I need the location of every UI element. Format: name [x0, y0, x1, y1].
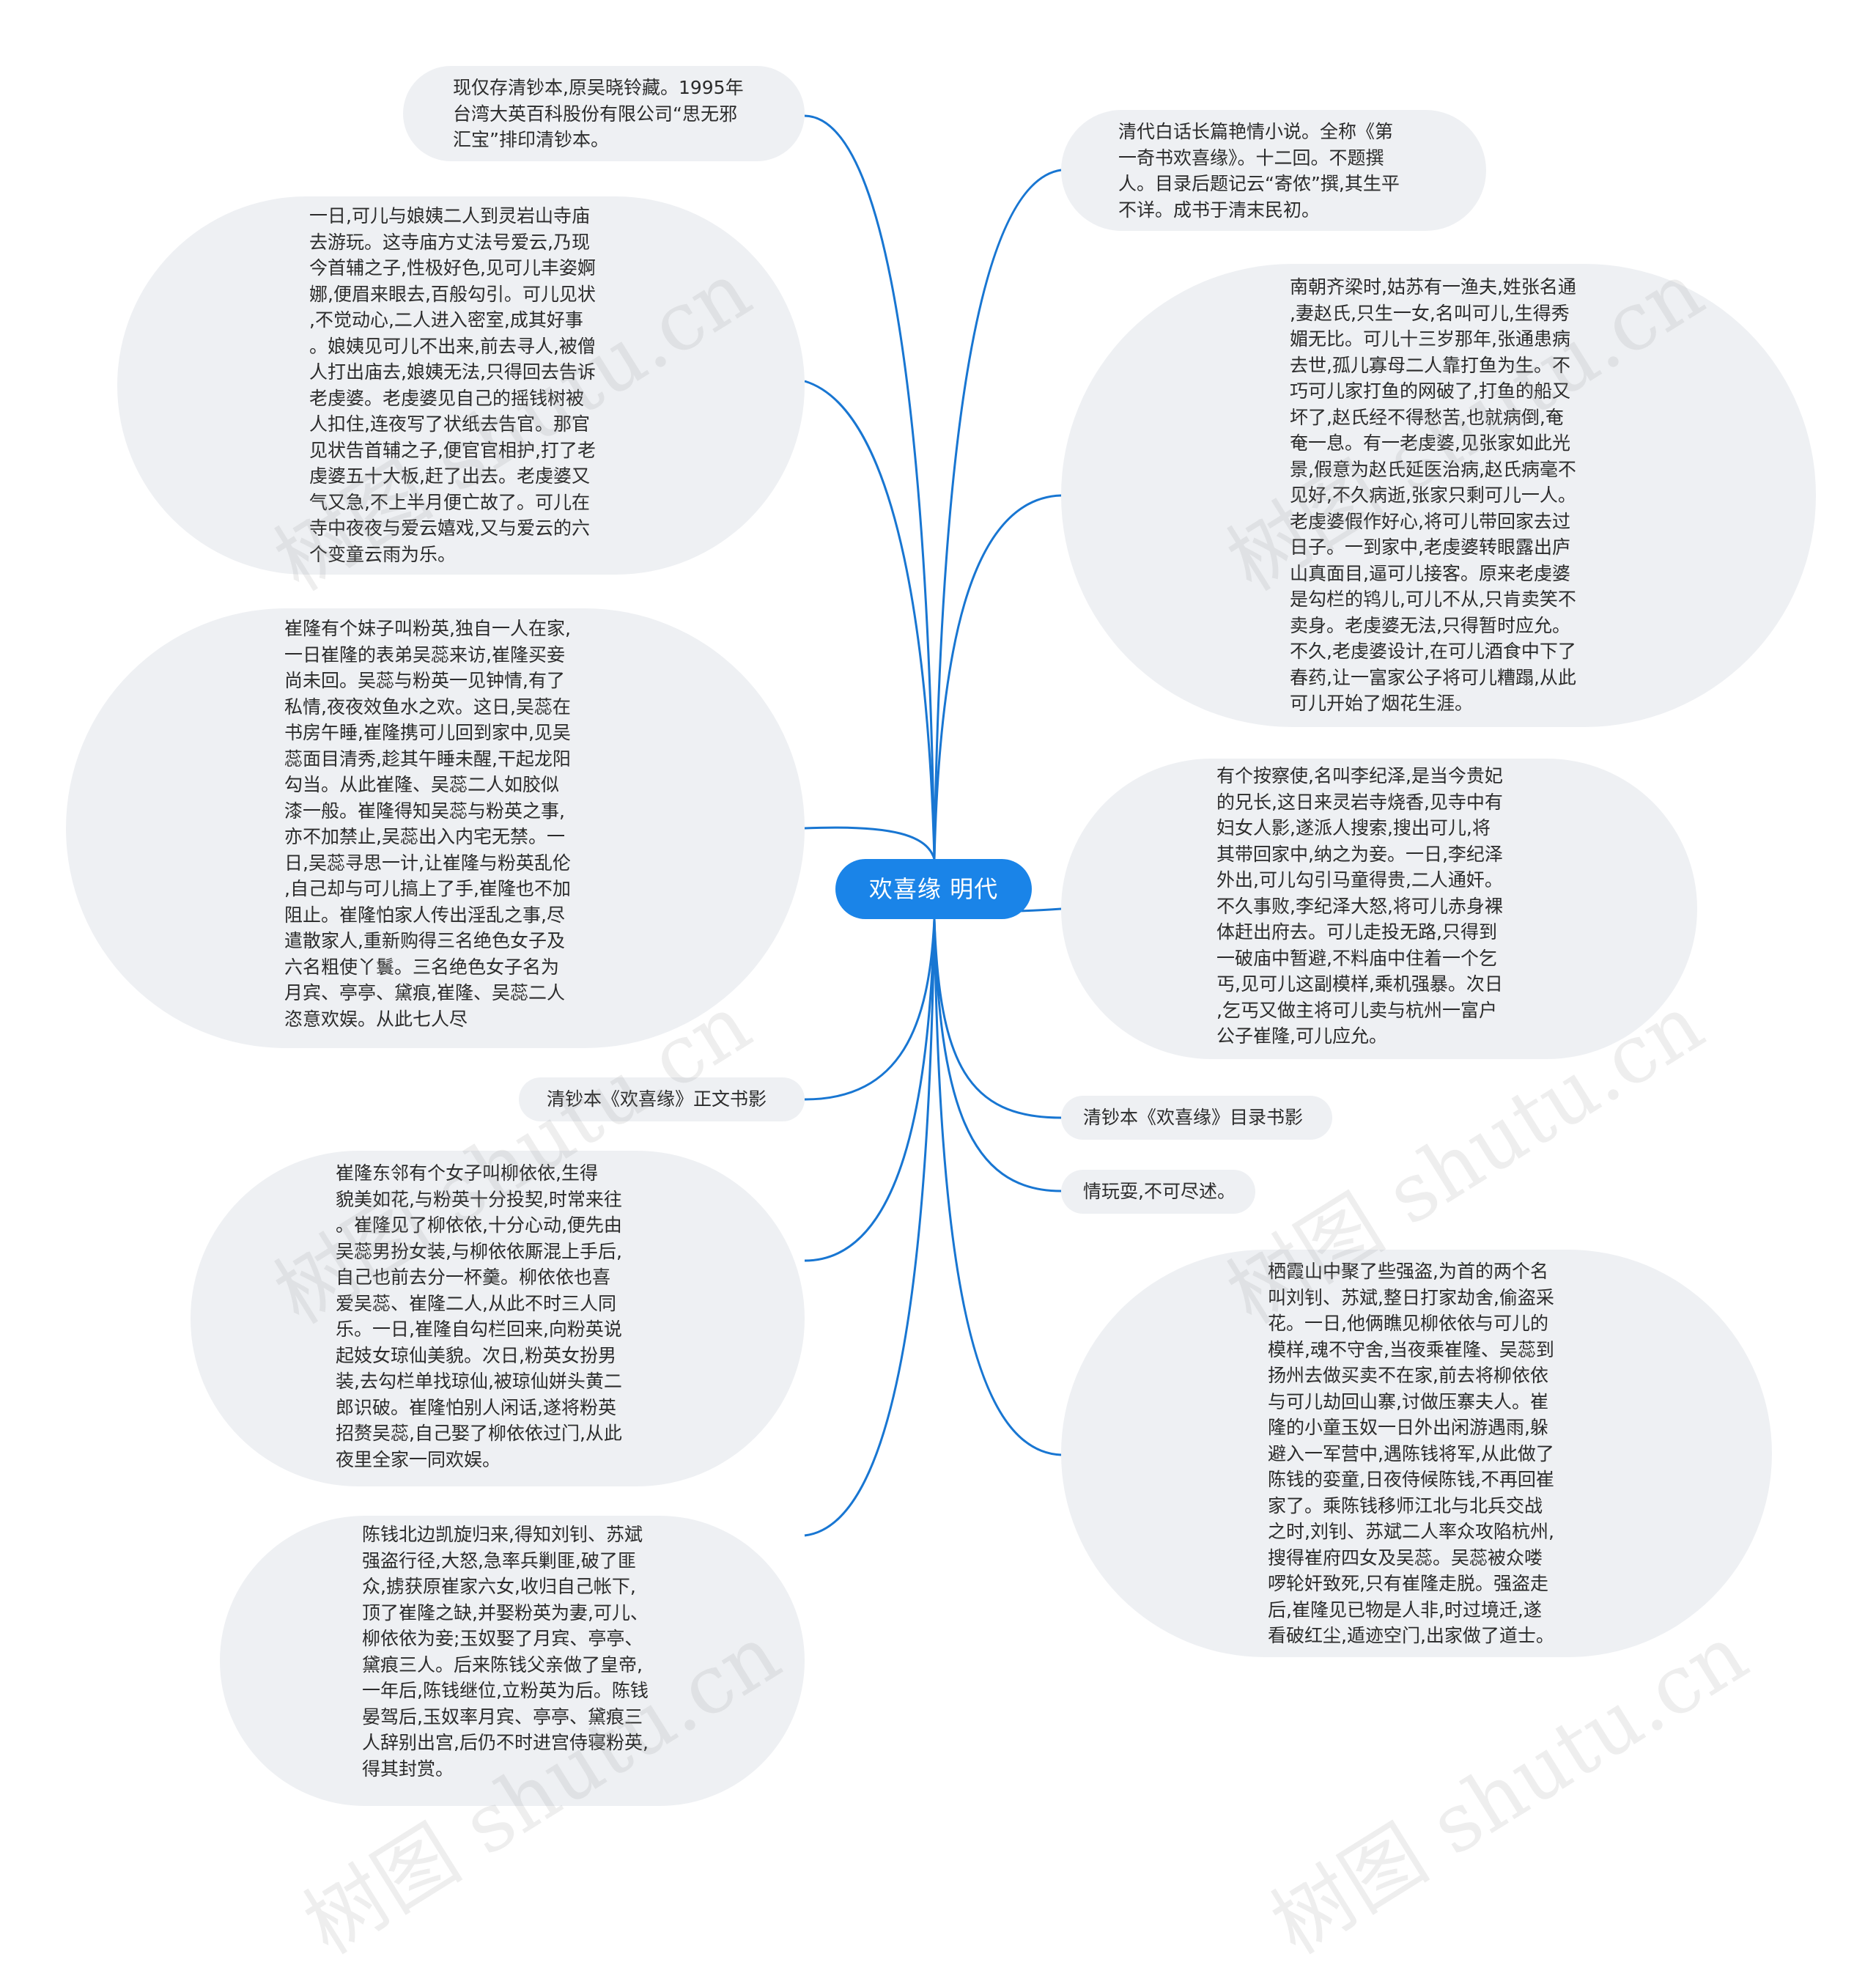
node-right-2-text: 南朝齐梁时,姑苏有一渔夫,姓张名通 ,妻赵氏,只生一女,名叫可儿,生得秀 媚无比… [1290, 276, 1576, 714]
node-right-5-text: 情玩耍,不可尽述。 [1083, 1181, 1236, 1202]
node-right-3-text: 有个按察使,名叫李纪泽,是当今贵妃 的兄长,这日来灵岩寺烧香,见寺中有 妇女人影… [1216, 765, 1503, 1047]
node-right-4[interactable]: 清钞本《欢喜缘》目录书影 [1061, 1096, 1332, 1140]
link-right-1 [933, 169, 1062, 860]
node-right-6[interactable]: 栖霞山中聚了些强盗,为首的两个名 叫刘钊、苏斌,整日打家劫舍,偷盗采 花。一日,… [1061, 1250, 1772, 1657]
node-left-3-text: 崔隆有个妹子叫粉英,独自一人在家, 一日崔隆的表弟吴蕊来访,崔隆买妾 尚未回。吴… [284, 618, 571, 1030]
node-left-5-text: 崔隆东邻有个女子叫柳依依,生得 貌美如花,与粉英十分投契,时常来往 。崔隆见了柳… [336, 1162, 622, 1470]
node-right-4-text: 清钞本《欢喜缘》目录书影 [1083, 1107, 1304, 1128]
link-left-6 [804, 918, 936, 1537]
node-left-3[interactable]: 崔隆有个妹子叫粉英,独自一人在家, 一日崔隆的表弟吴蕊来访,崔隆买妾 尚未回。吴… [66, 608, 805, 1048]
connector-lines [804, 114, 1062, 1537]
node-right-6-text: 栖霞山中聚了些强盗,为首的两个名 叫刘钊、苏斌,整日打家劫舍,偷盗采 花。一日,… [1268, 1261, 1554, 1646]
node-left-4[interactable]: 清钞本《欢喜缘》正文书影 [519, 1077, 805, 1121]
node-left-1-text: 现仅存清钞本,原吴晓铃藏。1995年 台湾大英百科股份有限公司“思无邪 汇宝”排… [453, 77, 744, 150]
node-left-6-text: 陈钱北边凯旋归来,得知刘钊、苏斌 强盗行径,大怒,急率兵剿匪,破了匪 众,掳获原… [362, 1524, 649, 1780]
node-left-1[interactable]: 现仅存清钞本,原吴晓铃藏。1995年 台湾大英百科股份有限公司“思无邪 汇宝”排… [403, 66, 805, 161]
link-right-5 [933, 918, 1062, 1192]
link-right-2 [933, 494, 1062, 860]
node-left-2[interactable]: 一日,可儿与娘姨二人到灵岩山寺庙 去游玩。这寺庙方丈法号爱云,乃现 今首辅之子,… [117, 196, 805, 575]
root-title: 欢喜缘 明代 [868, 875, 999, 903]
link-left-5 [804, 918, 936, 1262]
node-right-3[interactable]: 有个按察使,名叫李纪泽,是当今贵妃 的兄长,这日来灵岩寺烧香,见寺中有 妇女人影… [1061, 759, 1697, 1059]
node-right-2[interactable]: 南朝齐梁时,姑苏有一渔夫,姓张名通 ,妻赵氏,只生一女,名叫可儿,生得秀 媚无比… [1061, 264, 1816, 727]
link-left-1 [804, 114, 936, 860]
link-left-2 [804, 380, 936, 860]
link-left-3 [804, 826, 936, 860]
node-left-5[interactable]: 崔隆东邻有个女子叫柳依依,生得 貌美如花,与粉英十分投契,时常来往 。崔隆见了柳… [191, 1151, 805, 1486]
root-node[interactable]: 欢喜缘 明代 [835, 859, 1032, 919]
link-left-4 [804, 918, 936, 1101]
node-right-1[interactable]: 清代白话长篇艳情小说。全称《第 一奇书欢喜缘》。十二回。不题撰 人。目录后题记云… [1061, 110, 1486, 231]
node-right-5[interactable]: 情玩耍,不可尽述。 [1061, 1170, 1255, 1214]
node-left-6[interactable]: 陈钱北边凯旋归来,得知刘钊、苏斌 强盗行径,大怒,急率兵剿匪,破了匪 众,掳获原… [220, 1516, 805, 1806]
node-left-2-text: 一日,可儿与娘姨二人到灵岩山寺庙 去游玩。这寺庙方丈法号爱云,乃现 今首辅之子,… [309, 205, 596, 565]
link-right-6 [933, 918, 1062, 1456]
node-right-1-text: 清代白话长篇艳情小说。全称《第 一奇书欢喜缘》。十二回。不题撰 人。目录后题记云… [1118, 121, 1400, 221]
node-left-4-text: 清钞本《欢喜缘》正文书影 [547, 1088, 767, 1110]
